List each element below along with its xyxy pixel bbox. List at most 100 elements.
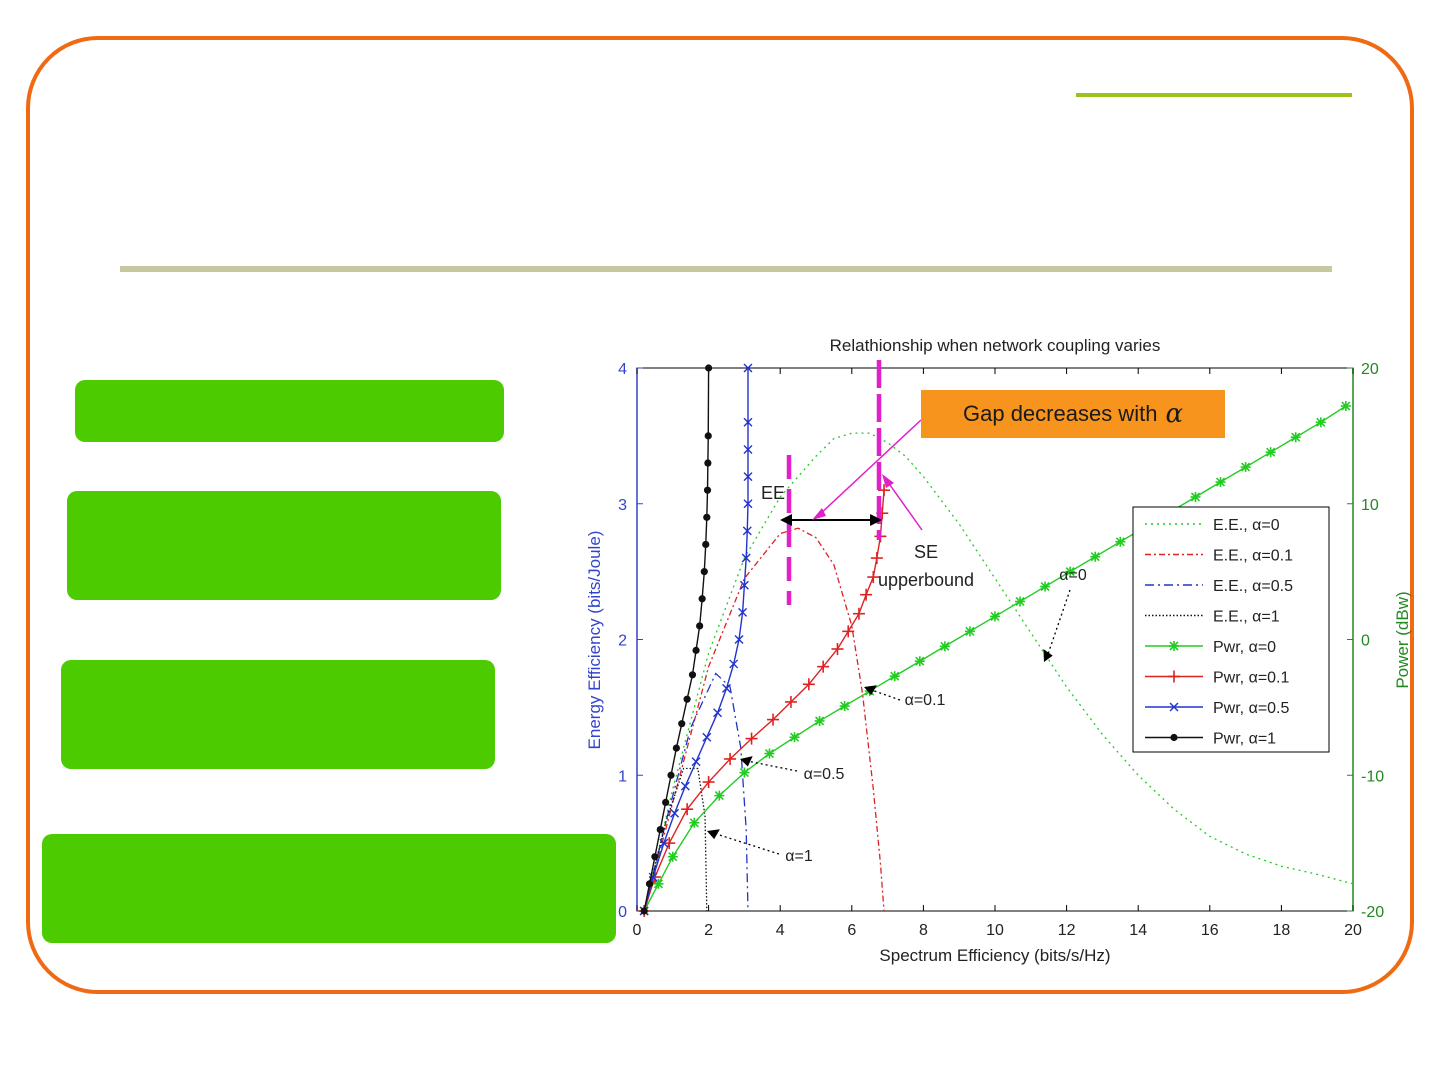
power-marker (743, 417, 753, 427)
y2-tick-label: 20 (1361, 361, 1379, 378)
power-marker (640, 907, 648, 915)
power-marker (1115, 537, 1125, 547)
power-marker (815, 716, 825, 726)
gap-arrow-head-left (780, 514, 792, 526)
annotation-alpha05: α=0.5 (804, 766, 845, 783)
slide-frame (26, 36, 1414, 994)
annotation-alpha01: α=0.1 (905, 692, 946, 709)
power-marker (680, 781, 690, 791)
power-marker (703, 486, 712, 494)
power-marker (692, 646, 700, 654)
power-marker (741, 553, 751, 563)
y2-axis-label: Power (dBw) (1393, 591, 1412, 688)
green-box-2 (67, 491, 501, 600)
annotation-arrow (1045, 589, 1071, 661)
power-marker (1015, 596, 1025, 607)
x-tick-label: 14 (1129, 922, 1147, 939)
legend-label: Pwr, α=0 (1213, 639, 1276, 656)
power-marker (678, 720, 686, 728)
power-marker (698, 595, 706, 603)
accent-line (1076, 93, 1352, 97)
x-tick-label: 18 (1273, 922, 1291, 939)
power-marker (743, 472, 753, 482)
power-marker (743, 499, 753, 509)
annotation-alpha0: α=0 (1059, 567, 1087, 584)
ee-series-line (643, 767, 708, 912)
power-marker (1291, 432, 1301, 442)
power-marker (965, 626, 975, 636)
x-tick-label: 0 (633, 922, 642, 939)
alpha-symbol: α (1165, 399, 1183, 429)
power-marker (743, 363, 753, 373)
power-marker (702, 540, 710, 549)
green-box-3 (61, 660, 495, 769)
power-marker (704, 432, 712, 440)
y2-tick-label: -10 (1361, 768, 1384, 785)
power-marker (743, 444, 753, 454)
annotation-alpha1: α=1 (785, 848, 813, 865)
power-series-line (643, 405, 1347, 912)
legend-label: E.E., α=0.1 (1213, 548, 1293, 565)
annotation-arrow (741, 759, 798, 772)
legend-label: E.E., α=1 (1213, 609, 1280, 626)
x-tick-label: 2 (704, 922, 713, 939)
power-marker (653, 879, 664, 889)
ee-series-line (643, 672, 749, 912)
y2-tick-label: -20 (1361, 904, 1384, 921)
power-marker (1215, 477, 1226, 487)
power-marker (713, 708, 723, 718)
annotation-upperbound: upperbound (878, 570, 974, 590)
power-marker (840, 701, 850, 711)
power-marker (1241, 462, 1251, 472)
x-tick-label: 12 (1058, 922, 1076, 939)
power-marker (705, 364, 713, 372)
power-marker (651, 853, 659, 861)
power-marker (734, 635, 744, 644)
title-rule (120, 266, 1332, 272)
ee-series-line (643, 432, 1354, 912)
x-axis-label: Spectrum Efficiency (bits/s/Hz) (879, 946, 1110, 965)
x-tick-label: 20 (1344, 922, 1362, 939)
power-marker (645, 880, 654, 888)
y-tick-label: 1 (618, 768, 627, 785)
power-marker (1266, 447, 1276, 457)
power-marker (990, 611, 1000, 621)
y-tick-label: 2 (618, 633, 627, 650)
power-marker (714, 791, 724, 801)
x-tick-label: 4 (776, 922, 785, 939)
power-marker (683, 695, 691, 703)
gap-arrow-head-right (870, 514, 882, 526)
green-box-4 (42, 834, 616, 943)
power-marker (1169, 702, 1179, 712)
power-marker (739, 767, 749, 778)
power-marker (659, 838, 669, 848)
annotation-arrow-head (740, 756, 753, 767)
y-tick-label: 3 (618, 497, 627, 514)
power-marker (691, 757, 701, 767)
callout-pointer-head (812, 508, 826, 520)
legend-label: Pwr, α=0.5 (1213, 700, 1290, 717)
legend-box (1132, 506, 1330, 753)
y-axis-label: Energy Efficiency (bits/Joule) (585, 531, 604, 750)
annotation-arrow-head (1043, 649, 1053, 662)
power-marker (667, 771, 675, 779)
se-pointer (884, 477, 923, 531)
legend-label: E.E., α=0 (1213, 517, 1280, 534)
power-marker (890, 671, 900, 681)
ee-series-line (643, 527, 885, 912)
power-marker (689, 818, 699, 828)
y-tick-label: 0 (618, 904, 627, 921)
power-marker (729, 659, 739, 669)
y2-tick-label: 10 (1361, 497, 1379, 514)
power-marker (1316, 417, 1326, 427)
callout-pointer (817, 419, 922, 517)
power-series-line (643, 368, 749, 912)
x-tick-label: 8 (919, 922, 928, 939)
power-marker (789, 732, 800, 742)
power-marker (940, 641, 950, 651)
power-marker (1065, 567, 1075, 577)
power-marker (1190, 492, 1201, 502)
green-box-1 (75, 380, 504, 442)
power-marker (688, 671, 697, 679)
